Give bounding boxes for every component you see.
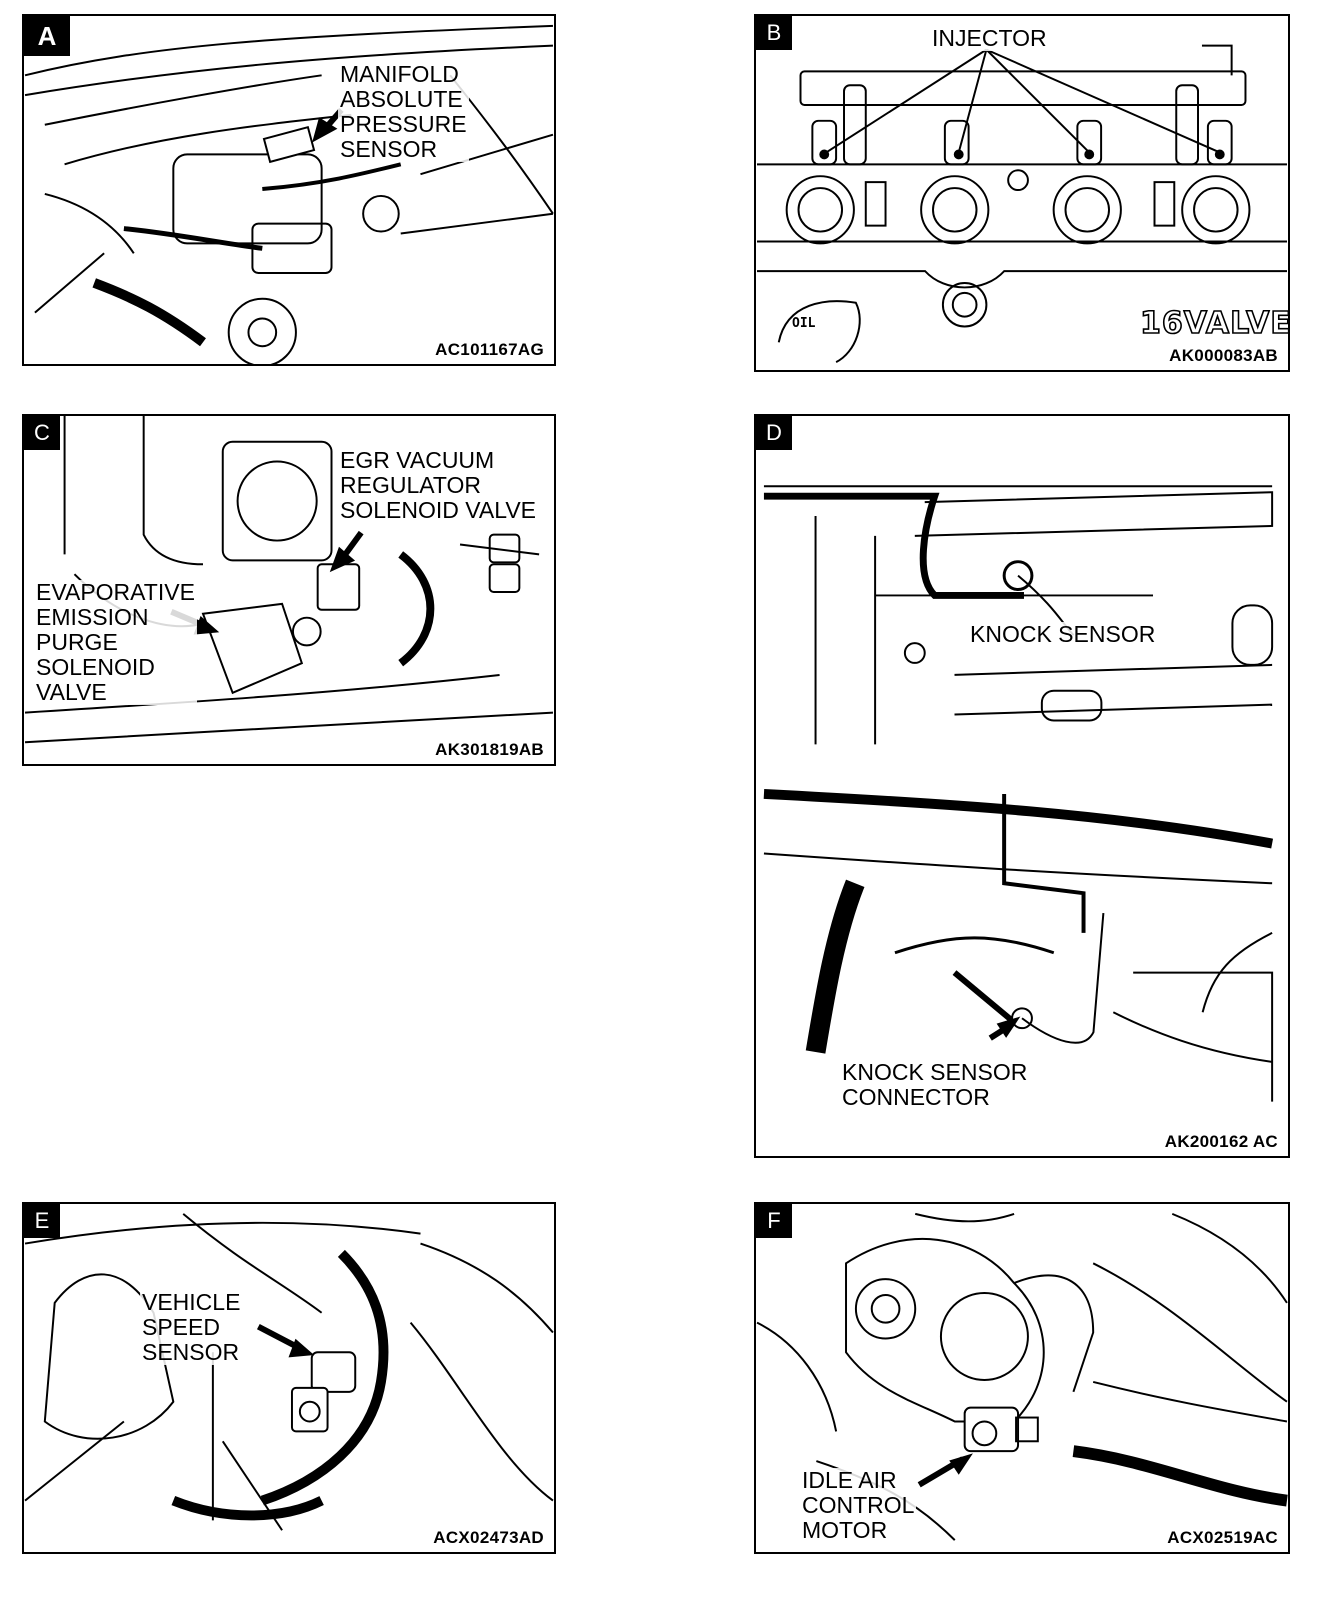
panel-e-tag: E: [24, 1204, 60, 1238]
knock-sensor-label: KNOCK SENSOR: [968, 621, 1158, 647]
panel-e-code: ACX02473AD: [431, 1528, 546, 1548]
oil-cap-text: OIL: [792, 316, 816, 331]
panel-b-code: AK000083AB: [1167, 346, 1280, 366]
panel-d-code: AK200162 AC: [1162, 1132, 1280, 1152]
panel-a-tag: A: [24, 16, 70, 56]
panel-d-illustration: [763, 485, 1274, 1102]
panel-f-tag: F: [756, 1204, 792, 1238]
panel-e-illustration: [24, 1213, 554, 1531]
panel-b-illustration: [756, 44, 1288, 363]
panel-a-illustration: [24, 24, 554, 364]
panel-b: B INJECTOR OIL 16VALVE AK000083AB: [754, 14, 1290, 372]
panel-b-tag: B: [756, 16, 792, 50]
panel-c-tag: C: [24, 416, 60, 450]
engine-mark: 16VALVE: [1139, 305, 1290, 342]
panel-a-code: AC101167AG: [433, 340, 546, 360]
injector-label: INJECTOR: [930, 25, 1049, 51]
panel-f-code: ACX02519AC: [1165, 1528, 1280, 1548]
panel-c-illustration: [24, 416, 554, 744]
panel-d-tag: D: [756, 416, 792, 450]
panel-c-code: AK301819AB: [433, 740, 546, 760]
